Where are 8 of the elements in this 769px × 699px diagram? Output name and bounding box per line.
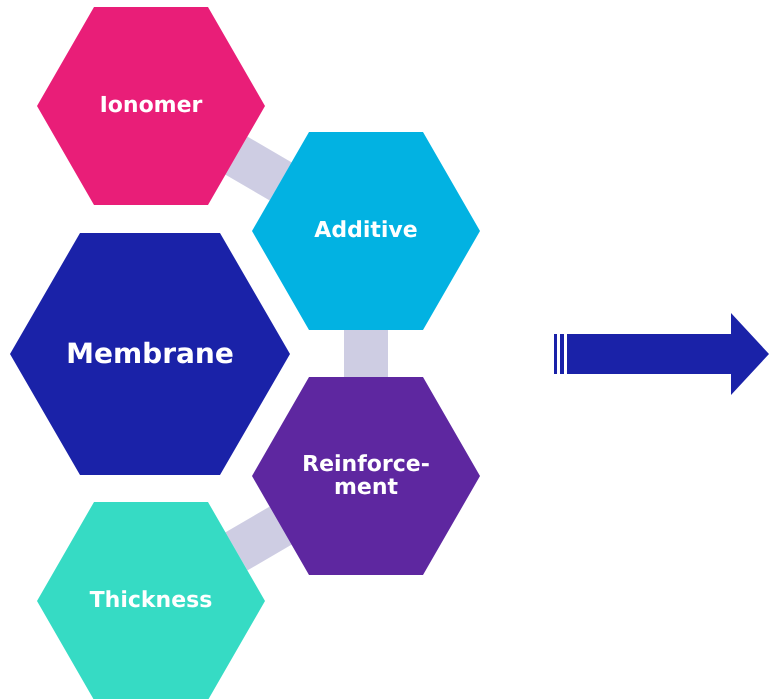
node-label: Reinforce- ment: [301, 452, 431, 500]
connector-band: [344, 330, 388, 377]
node-label: Thickness: [88, 589, 214, 613]
node-label: Membrane: [65, 339, 235, 369]
connector-band: [225, 136, 292, 200]
node-label: Additive: [313, 219, 419, 243]
node-label: Ionomer: [98, 94, 204, 118]
connector-band: [225, 506, 292, 570]
